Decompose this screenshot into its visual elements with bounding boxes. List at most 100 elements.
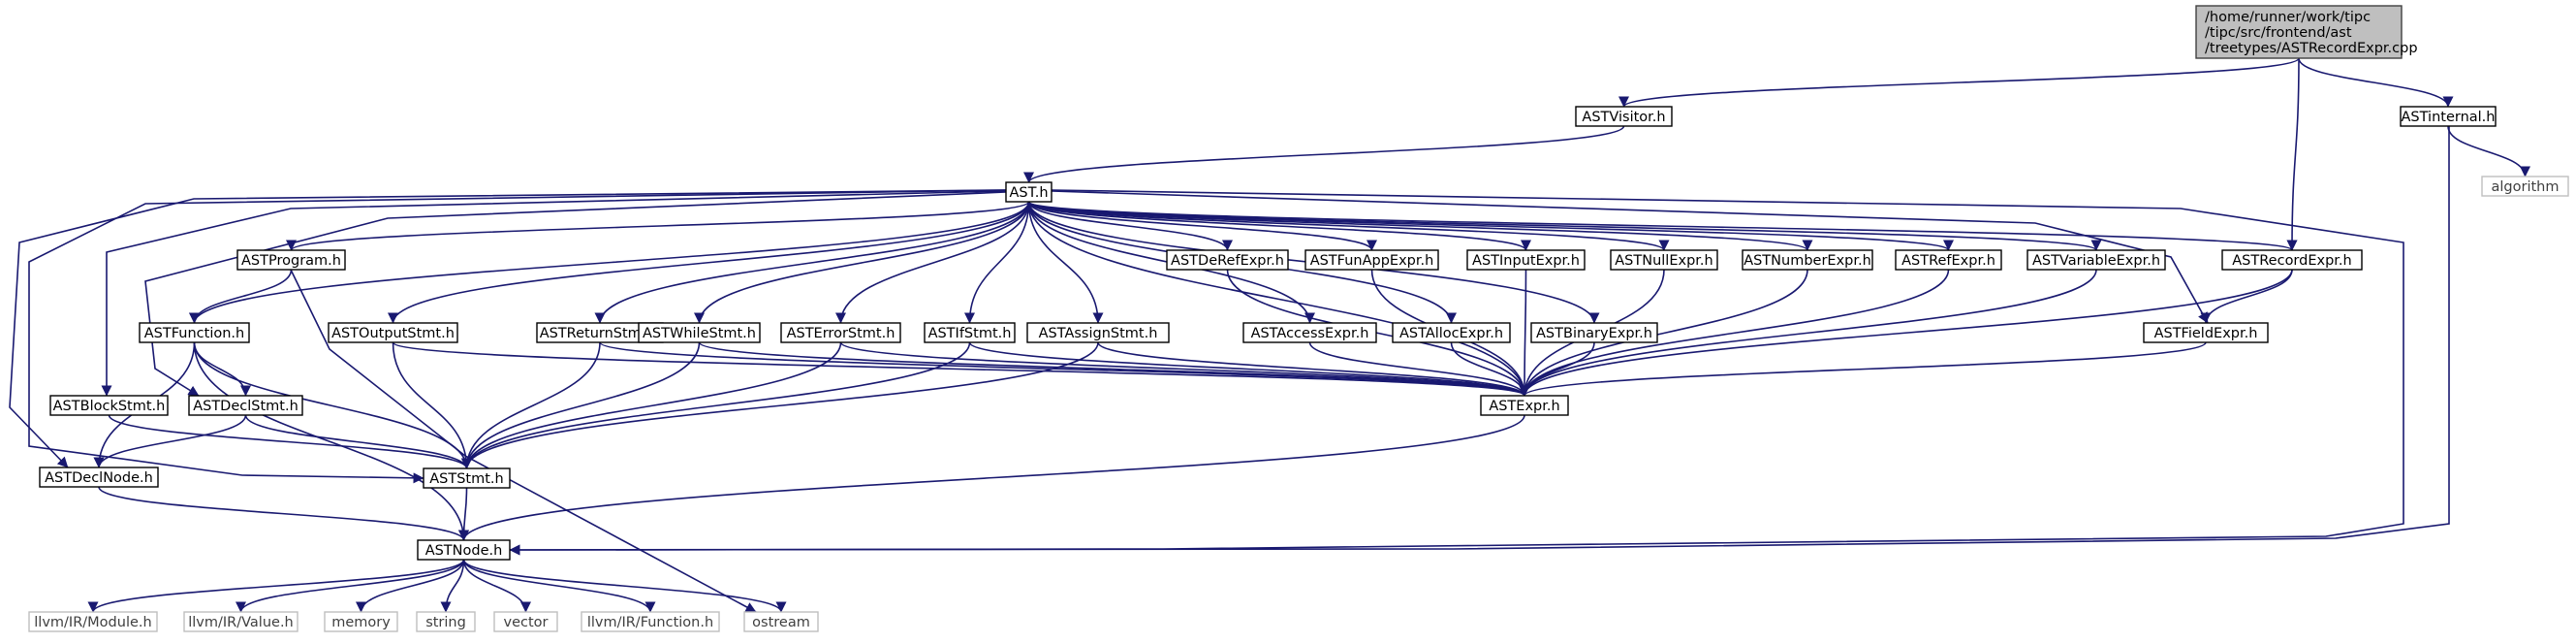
node-algorithm: algorithm [2481,176,2569,197]
node-ASTExpr[interactable]: ASTExpr.h [1480,395,1569,416]
node-box [2143,322,2269,343]
node-box [188,395,303,416]
edge-ASTRefExpr-to-ASTExpr [1519,269,1950,397]
node-ostream: ostream [743,611,819,632]
node-label: ASTDeclNode.h [45,470,153,486]
node-box [2221,249,2363,271]
edge-AST-to-ASTDeRefExpr [1027,201,1233,251]
edge-ASTReturnStmt-to-ASTStmt [461,341,601,469]
edge-AST-to-ASTProgram [286,201,1030,251]
edge-AST-to-ASTDeclStmt [144,191,1007,397]
edge-AST-to-ASTRefExpr [1027,201,1954,251]
edge-AST-to-ASTWhileStmt [694,201,1030,324]
node-label: ASTFunction.h [144,326,244,341]
node-ASTFunction[interactable]: ASTFunction.h [139,322,250,343]
node-ASTAssignStmt[interactable]: ASTAssignStmt.h [1026,322,1170,343]
node-ASTNumberExpr[interactable]: ASTNumberExpr.h [1742,249,1873,271]
node-ASTReturnStmt[interactable]: ASTReturnStmt.h [536,322,664,343]
edge-ASTInputExpr-to-ASTExpr [1519,269,1530,397]
node-label: ASTIfStmt.h [928,326,1012,341]
node-label: ASTInputExpr.h [1472,253,1580,269]
node-box [328,322,458,343]
node-ASTWhileStmt[interactable]: ASTWhileStmt.h [638,322,761,343]
node-box [1895,249,2002,271]
node-label: ASTAllocExpr.h [1399,326,1503,341]
node-ASTBinaryExpr[interactable]: ASTBinaryExpr.h [1530,322,1658,343]
node-box [1530,322,1658,343]
node-label: ASTNullExpr.h [1615,253,1712,269]
node-ASTDeRefExpr[interactable]: ASTDeRefExpr.h [1166,249,1289,271]
node-memory: memory [324,611,398,632]
node-ASTInputExpr[interactable]: ASTInputExpr.h [1466,249,1586,271]
edge-AST-to-ASTNumberExpr [1027,201,1813,251]
node-label: ASTNode.h [425,543,503,559]
node-ASTRefExpr[interactable]: ASTRefExpr.h [1895,249,2002,271]
node-ASTOutputStmt[interactable]: ASTOutputStmt.h [328,322,458,343]
node-label: ASTWhileStmt.h [643,326,756,341]
node-box [924,322,1016,343]
node-ASTProgram[interactable]: ASTProgram.h [236,249,346,271]
node-box [1480,395,1569,416]
root-label-line-1: /home/runner/work/tipc [2205,10,2371,25]
node-box [638,322,761,343]
edge-ASTOutputStmt-to-ASTStmt [392,341,472,469]
node-ASTBlockStmt[interactable]: ASTBlockStmt.h [49,395,169,416]
node-ASTRecordExpr[interactable]: ASTRecordExpr.h [2221,249,2363,271]
edge-AST-to-ASTNullExpr [1027,201,1670,251]
node-label: vector [504,615,549,630]
node-ASTinternal[interactable]: ASTinternal.h [2400,106,2497,127]
node-label: ASTExpr.h [1489,399,1559,414]
node-ASTVisitor[interactable]: ASTVisitor.h [1575,106,1673,127]
node-box [423,467,511,489]
node-box [1392,322,1511,343]
edge-AST-to-ASTFunction [189,201,1030,324]
node-label: ASTAssignStmt.h [1039,326,1158,341]
node-ASTIfStmt[interactable]: ASTIfStmt.h [924,322,1016,343]
edge-AST-to-ASTNode [509,189,2404,556]
node-label: ASTinternal.h [2402,110,2496,125]
node-label: ASTBlockStmt.h [53,399,166,414]
edge-ASTNode-to-llvmModule [87,559,465,613]
node-label: llvm/IR/Module.h [34,615,151,630]
node-label: ASTRecordExpr.h [2232,253,2351,269]
edge-ASTNode-to-ostream [462,559,787,613]
node-ASTVariableExpr[interactable]: ASTVariableExpr.h [2026,249,2166,271]
node-ASTStmt[interactable]: ASTStmt.h [423,467,511,489]
edge-ASTIfStmt-to-ASTExpr [968,341,1530,397]
edge-ASTRecordExpr-to-ASTExpr [1519,269,2293,397]
node-ASTFieldExpr[interactable]: ASTFieldExpr.h [2143,322,2269,343]
edge-ASTAssignStmt-to-ASTStmt [461,341,1099,469]
edge-ASTFieldExpr-to-ASTExpr [1519,341,2207,397]
node-label: llvm/IR/Function.h [587,615,713,630]
node-ASTFunAppExpr[interactable]: ASTFunAppExpr.h [1304,249,1439,271]
edge-ASTAssignStmt-to-ASTExpr [1097,341,1530,397]
node-box [1026,322,1170,343]
edge-ASTRecordExpr-to-ASTFieldExpr [2200,269,2293,324]
edge-AST-to-ASTStmt [28,189,1007,484]
node-label: ASTVariableExpr.h [2032,253,2160,269]
edge-ASTFunction-to-ASTStmt [193,341,472,469]
node-label: llvm/IR/Value.h [188,615,294,630]
node-ASTNode[interactable]: ASTNode.h [417,539,511,561]
edge-ASTNode-to-string [440,559,465,613]
node-label: ASTRefExpr.h [1901,253,1995,269]
node-label: ASTFieldExpr.h [2154,326,2258,341]
node-ASTNullExpr[interactable]: ASTNullExpr.h [1610,249,1718,271]
edge-ASTProgram-to-ostream [290,269,757,613]
node-box [139,322,250,343]
edge-AST-to-ASTBlockStmt [101,190,1007,397]
edge-AST-to-ASTVariableExpr [1027,201,2102,251]
node-ASTAllocExpr[interactable]: ASTAllocExpr.h [1392,322,1511,343]
node-label: ASTAccessExpr.h [1251,326,1369,341]
edge-layer [9,57,2530,613]
node-ASTDeclStmt[interactable]: ASTDeclStmt.h [188,395,303,416]
node-box [1466,249,1586,271]
edge-ASTStmt-to-ASTNode [458,487,470,541]
edge-AST-to-ASTFunAppExpr [1027,201,1377,251]
node-AST[interactable]: AST.h [1005,181,1052,203]
node-root-file[interactable]: /home/runner/work/tipc /tipc/src/fronten… [2195,5,2418,59]
node-ASTAccessExpr[interactable]: ASTAccessExpr.h [1242,322,1377,343]
node-ASTDeclNode[interactable]: ASTDeclNode.h [39,467,159,488]
edge-ASTNode-to-llvmValue [236,559,465,613]
node-ASTErrorStmt[interactable]: ASTErrorStmt.h [780,322,901,343]
